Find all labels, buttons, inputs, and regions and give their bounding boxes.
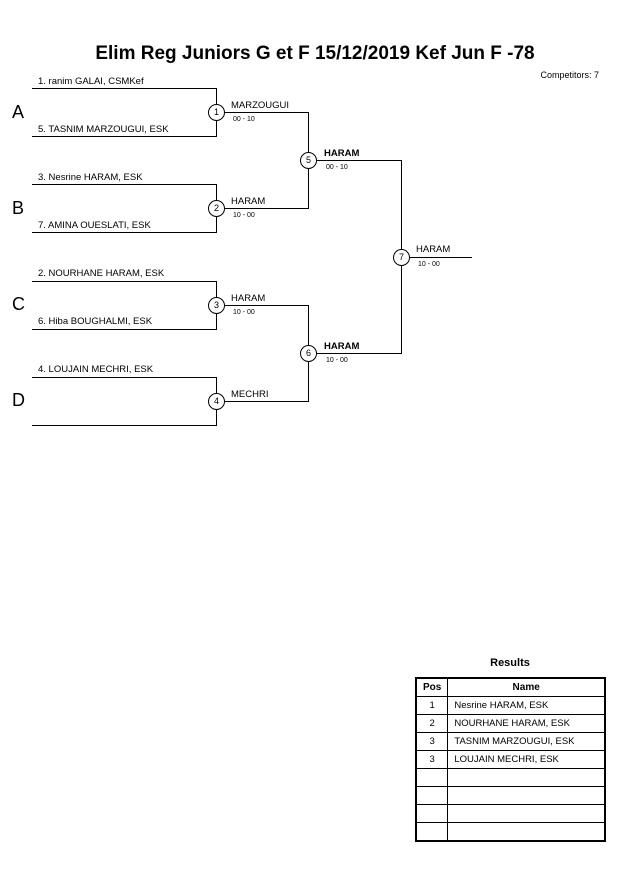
- pool-label-a: A: [12, 102, 25, 122]
- bracket-line: [216, 305, 309, 306]
- match-score-6: 10 - 00: [326, 357, 348, 364]
- match-node-3: 3: [208, 297, 225, 314]
- match-winner-3: HARAM: [231, 293, 266, 304]
- match-winner-4: MECHRI: [231, 389, 269, 400]
- result-name: NOURHANE HARAM, ESK: [447, 714, 606, 733]
- result-pos: [415, 768, 449, 787]
- bracket-line: [216, 208, 309, 209]
- result-name: LOUJAIN MECHRI, ESK: [447, 750, 606, 769]
- results-title: Results: [490, 657, 530, 669]
- match-node-4: 4: [208, 393, 225, 410]
- result-pos: [415, 786, 449, 805]
- player-slot-6: 6. Hiba BOUGHALMI, ESK: [38, 316, 153, 327]
- match-node-7: 7: [393, 249, 410, 266]
- match-score-5: 00 - 10: [326, 164, 348, 171]
- match-winner-6: HARAM: [324, 341, 360, 352]
- pool-label-c: C: [12, 294, 25, 314]
- result-name: TASNIM MARZOUGUI, ESK: [447, 732, 606, 751]
- bracket-line: [308, 353, 402, 354]
- results-header-name: Name: [447, 677, 606, 697]
- match-node-2: 2: [208, 200, 225, 217]
- result-pos: 2: [415, 714, 449, 733]
- result-pos: [415, 822, 449, 842]
- match-node-6: 6: [300, 345, 317, 362]
- bracket-line: [216, 401, 309, 402]
- results-header-pos: Pos: [415, 677, 449, 697]
- player-slot-1: 1. ranim GALAI, CSMKef: [38, 76, 144, 87]
- bracket-line: [32, 232, 217, 233]
- player-slot-2: 5. TASNIM MARZOUGUI, ESK: [38, 124, 169, 135]
- match-node-5: 5: [300, 152, 317, 169]
- match-score-7: 10 - 00: [418, 261, 440, 268]
- result-name: [447, 786, 606, 805]
- table-row: [415, 822, 606, 842]
- table-row: [415, 804, 606, 823]
- table-row: [415, 768, 606, 787]
- match-score-2: 10 - 00: [233, 212, 255, 219]
- bracket-line: [32, 136, 217, 137]
- match-score-3: 10 - 00: [233, 309, 255, 316]
- result-name: [447, 822, 606, 842]
- player-slot-7: 4. LOUJAIN MECHRI, ESK: [38, 364, 154, 375]
- page-title: Elim Reg Juniors G et F 15/12/2019 Kef J…: [95, 43, 535, 64]
- bracket-line: [401, 257, 472, 258]
- match-winner-1: MARZOUGUI: [231, 100, 290, 111]
- table-row: [415, 786, 606, 805]
- result-pos: 3: [415, 732, 449, 751]
- bracket-line: [32, 184, 217, 185]
- player-slot-3: 3. Nesrine HARAM, ESK: [38, 172, 143, 183]
- result-name: [447, 768, 606, 787]
- bracket-line: [32, 425, 217, 426]
- player-slot-4: 7. AMINA OUESLATI, ESK: [38, 220, 151, 231]
- bracket-line: [32, 281, 217, 282]
- pool-label-b: B: [12, 198, 25, 218]
- bracket-line: [308, 160, 402, 161]
- match-winner-5: HARAM: [324, 148, 360, 159]
- bracket-line: [32, 88, 217, 89]
- result-pos: 1: [415, 696, 449, 715]
- bracket-line: [32, 377, 217, 378]
- result-pos: 3: [415, 750, 449, 769]
- competitors-count: Competitors: 7: [540, 70, 599, 80]
- match-node-1: 1: [208, 104, 225, 121]
- result-name: [447, 804, 606, 823]
- match-winner-7: HARAM: [416, 244, 451, 255]
- result-pos: [415, 804, 449, 823]
- bracket-line: [32, 329, 217, 330]
- result-name: Nesrine HARAM, ESK: [447, 696, 606, 715]
- match-score-1: 00 - 10: [233, 116, 255, 123]
- bracket-line: [216, 112, 309, 113]
- pool-label-d: D: [12, 390, 25, 410]
- player-slot-5: 2. NOURHANE HARAM, ESK: [38, 268, 165, 279]
- match-winner-2: HARAM: [231, 196, 266, 207]
- results-header-row: Pos Name: [415, 677, 606, 697]
